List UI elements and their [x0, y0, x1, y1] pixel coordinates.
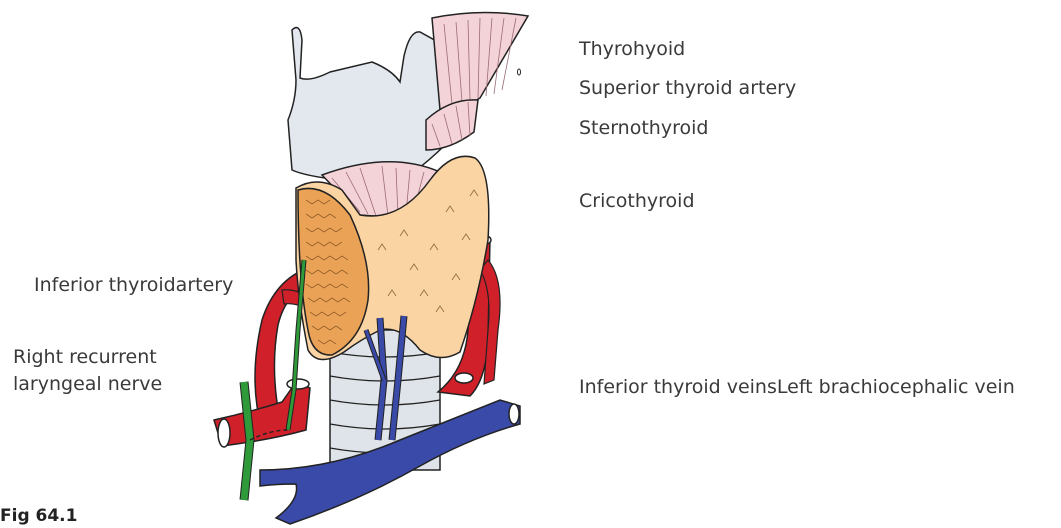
figure-caption: Fig 64.1	[0, 506, 77, 526]
label-thyrohyoid: Thyrohyoid	[579, 36, 685, 62]
label-right-recurrent-2: laryngeal nerve	[13, 371, 162, 397]
label-cricothyroid: Cricothyroid	[579, 188, 695, 214]
label-superior-thyroid-artery: Superior thyroid artery	[579, 75, 796, 101]
thyrohyoid-muscle	[426, 12, 528, 150]
label-right-recurrent-1: Right recurrent	[13, 344, 157, 370]
label-inferior-thyroid-veins: Inferior thyroid veinsLeft brachiocephal…	[579, 374, 1015, 400]
hyoid-mark	[518, 69, 521, 75]
thyroid-cartilage	[288, 28, 445, 180]
label-sternothyroid: Sternothyroid	[579, 115, 708, 141]
label-inferior-thyroid-artery: Inferior thyroidartery	[34, 272, 233, 298]
